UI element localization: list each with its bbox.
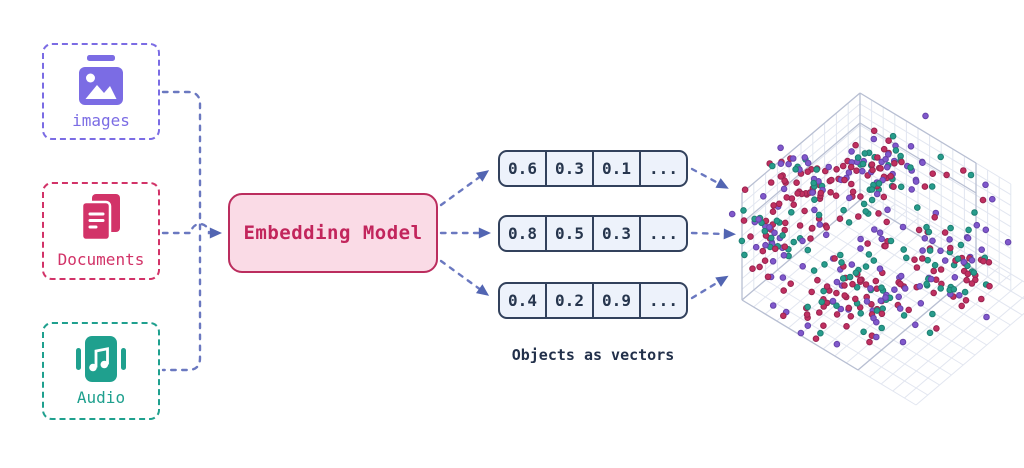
connector-vector-2-to-space <box>690 228 736 240</box>
source-box-images: images <box>42 43 160 140</box>
vector-cell: 0.3 <box>547 152 594 185</box>
connector-model-to-vector-1 <box>439 170 490 207</box>
documents-icon <box>80 194 120 242</box>
embedding-model-box: Embedding Model <box>228 193 438 273</box>
connector-vector-3-to-space <box>690 275 729 300</box>
connector-vector-1-to-space <box>690 167 729 189</box>
vector-cell: 0.5 <box>547 217 594 250</box>
vector-cell: 0.3 <box>594 217 641 250</box>
vector-cell: ... <box>649 224 678 243</box>
source-label-documents: Documents <box>57 250 145 269</box>
vector-cell: ... <box>649 159 678 178</box>
vector-cell: 0.6 <box>500 152 547 185</box>
images-icon <box>79 54 123 105</box>
source-box-audio: Audio <box>42 322 160 420</box>
audio-icon <box>76 336 126 382</box>
source-label-audio: Audio <box>76 388 126 407</box>
vectors-caption: Objects as vectors <box>511 346 675 364</box>
vector-cell: 0.8 <box>500 217 547 250</box>
connector-sources-merge <box>161 90 202 372</box>
vector-cell: 0.4 <box>500 284 547 317</box>
source-box-documents: Documents <box>42 182 160 280</box>
connector-to-model <box>161 222 222 239</box>
vector-cell: 0.1 <box>594 152 641 185</box>
embedding-space-scatter <box>728 92 1024 406</box>
connector-model-to-vector-3 <box>439 259 490 296</box>
vector-cell: 0.9 <box>594 284 641 317</box>
embedding-model-label: Embedding Model <box>243 222 423 244</box>
source-label-images: images <box>72 110 130 130</box>
vector-cell: ... <box>649 291 678 310</box>
vector-cell: 0.2 <box>547 284 594 317</box>
